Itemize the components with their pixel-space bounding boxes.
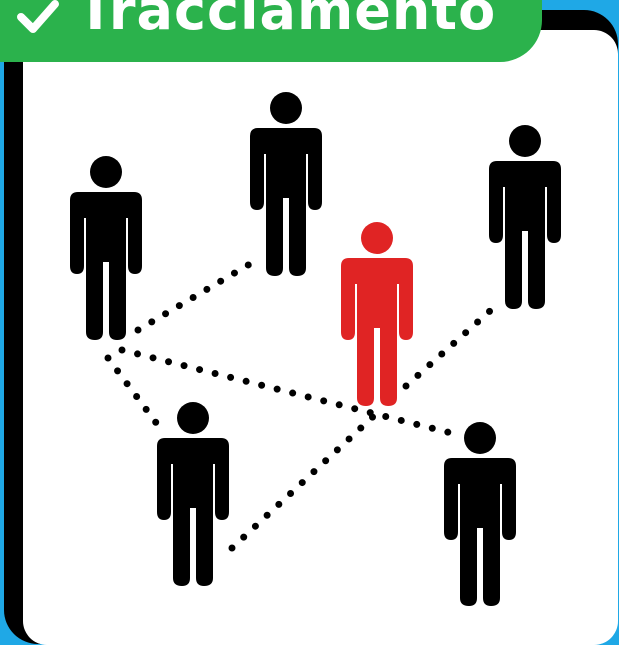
person-top-icon: [250, 92, 322, 276]
link-bottomleft-center: [228, 408, 382, 552]
banner-title: Tracciamento: [77, 0, 497, 42]
person-left-icon: [70, 156, 142, 340]
link-left-bottomright: [118, 346, 459, 438]
person-center-infected-icon: [341, 222, 413, 406]
title-banner: Tracciamento: [0, 0, 542, 62]
link-left-bottomleft: [104, 354, 164, 432]
checkmark-icon: [17, 0, 59, 33]
person-bottom-right-icon: [444, 422, 516, 606]
person-bottom-left-icon: [157, 402, 229, 586]
link-center-right: [402, 298, 504, 390]
contact-lines: [104, 254, 504, 552]
person-right-icon: [489, 125, 561, 309]
link-left-top: [134, 254, 264, 334]
